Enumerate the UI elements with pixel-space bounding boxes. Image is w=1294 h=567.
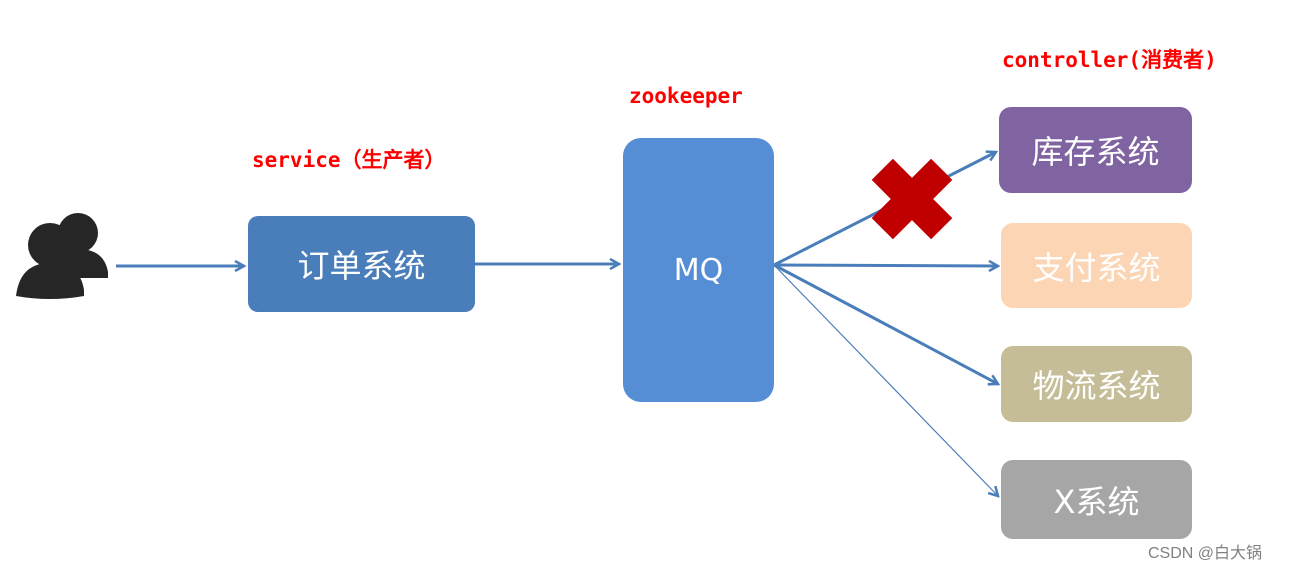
order-system-node: 订单系统 <box>248 216 475 312</box>
producer-label: service（生产者） <box>252 148 446 172</box>
watermark: CSDN @白大锅 <box>1148 545 1263 562</box>
arrow-mq-to-logistics <box>773 263 998 384</box>
arrow-mq-to-x <box>773 264 998 496</box>
users-icon <box>16 213 108 299</box>
inventory-system-node: 库存系统 <box>999 107 1192 193</box>
logistics-system-node: 物流系统 <box>1001 346 1192 422</box>
broker-label: zookeeper <box>629 84 743 108</box>
payment-system-node: 支付系统 <box>1001 223 1192 308</box>
consumer-label: controller(消费者) <box>1002 48 1217 72</box>
x-system-node: X系统 <box>1001 460 1192 539</box>
mq-node: MQ <box>623 138 774 402</box>
red-cross-icon <box>871 158 953 240</box>
arrow-mq-to-payment <box>773 265 998 266</box>
